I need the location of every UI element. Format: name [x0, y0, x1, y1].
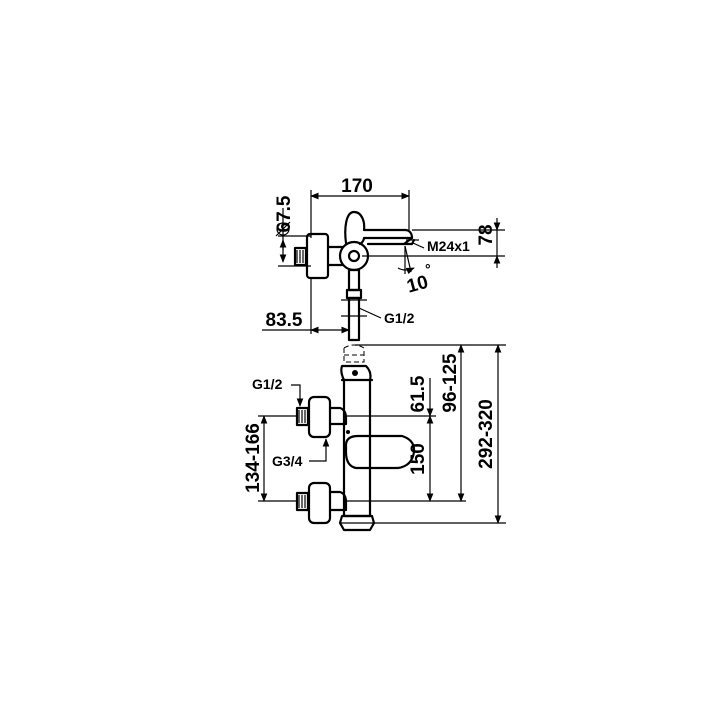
dim-label-170: 170: [341, 176, 373, 197]
inlet-label-front-bottom: G3/4: [272, 453, 303, 469]
diameter-symbol-icon: [275, 221, 291, 237]
dim-label-292-320: 292-320: [476, 399, 497, 469]
stem: [347, 268, 361, 292]
top-view: 170 67.5: [262, 176, 505, 342]
lower-inlet-nut-icon: [295, 491, 310, 512]
lower-wall-flange: [307, 481, 332, 525]
upper-inlet-nut-icon: [295, 406, 310, 427]
dim-label-96-125: 96-125: [440, 353, 461, 413]
lower-pipe: [347, 296, 361, 342]
front-view: G1/2 G3/4 134-166 61.5 150 96-125 292-32…: [243, 344, 506, 532]
dim-label-83-5: 83.5: [266, 310, 303, 331]
inlet-nut-icon: [293, 246, 308, 267]
front-lever-handle: [344, 434, 416, 470]
body-screw-icon: [352, 370, 358, 376]
wall-flange: [305, 232, 330, 280]
inlet-label-front-top: G1/2: [252, 376, 283, 392]
thread-label: M24x1: [427, 238, 470, 254]
dim-label-150: 150: [408, 443, 429, 475]
degree-symbol: °: [425, 261, 431, 277]
lever-handle: [344, 210, 414, 246]
upper-wall-flange: [307, 395, 332, 439]
dim-label-61-5: 61.5: [408, 375, 429, 412]
inlet-label-top-view: G1/2: [384, 310, 415, 326]
dim-label-134-166: 134-166: [243, 423, 264, 493]
dim-label-diameter: 67.5: [274, 195, 295, 232]
dim-label-78: 78: [476, 224, 497, 245]
